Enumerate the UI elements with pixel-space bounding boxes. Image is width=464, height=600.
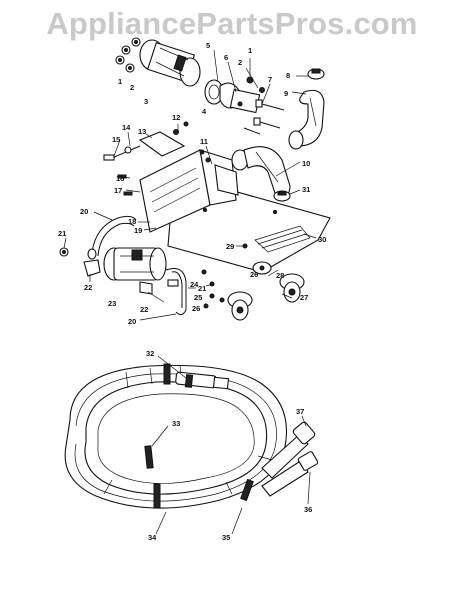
switch-bracket [103,131,186,161]
callout-2a: 2 [238,58,242,67]
callout-26a: 26 [192,304,200,313]
callout-14: 14 [122,123,131,132]
callout-32: 32 [146,349,154,358]
pipe-coupling [219,82,261,114]
hose-end-fittings [261,421,319,497]
hose-clamp-right [273,190,291,202]
elbow-hose-upper [288,89,325,150]
callout-10: 10 [302,159,310,168]
callout-26b: 26 [250,270,258,279]
callout-35: 35 [222,533,230,542]
base-plate [167,189,331,273]
callout-22b: 22 [140,305,148,314]
callout-11: 11 [200,137,208,146]
callout-31: 31 [302,185,310,194]
callout-12: 12 [172,113,180,122]
watermark: AppliancePartsPros.com [46,6,418,41]
hose-clamp-top [307,68,325,80]
callout-20b: 20 [128,317,136,326]
callout-16: 16 [116,174,124,183]
callout-7: 7 [268,75,272,84]
callout-13: 13 [138,127,146,136]
screws-upper [117,76,265,196]
callout-3: 3 [144,97,148,106]
callout-36: 36 [304,505,312,514]
callout-19: 19 [134,226,142,235]
hose-coupling-top [175,371,230,390]
callout-25: 25 [194,293,202,302]
callout-6: 6 [224,53,228,62]
hose-straps [144,363,254,509]
callout-5: 5 [206,41,210,50]
callout-2b: 2 [130,83,134,92]
bracket-plate [139,149,239,233]
hose-coil [64,364,288,509]
callout-17: 17 [114,186,122,195]
callout-21a: 21 [58,229,66,238]
callout-15: 15 [112,135,120,144]
hose-fittings-center [139,268,187,316]
callout-21b: 21 [198,284,206,293]
callout-8: 8 [286,71,290,80]
callout-9: 9 [284,89,288,98]
elbow-hose-lower [231,146,291,198]
leader-lines-upper [63,49,317,321]
callout-33: 33 [172,419,180,428]
callout-1b: 1 [118,77,122,86]
drain-hose-upper [87,215,137,260]
caster-mount [252,261,272,275]
callout-4: 4 [202,107,207,116]
nut-cluster-left [115,37,141,73]
callout-37: 37 [296,407,304,416]
callout-34: 34 [148,533,157,542]
leader-lines-lower [151,355,311,535]
callout-29: 29 [226,242,234,251]
callout-24: 24 [190,280,199,289]
caster-wheel-front [227,291,253,321]
callout-23: 23 [108,299,116,308]
callout-30: 30 [318,235,326,244]
callout-28: 28 [276,271,284,280]
motor [139,39,201,87]
caster-wheel-rear [279,273,305,303]
gasket-ring [204,79,224,105]
callout-22a: 22 [84,283,92,292]
callout-18: 18 [128,217,136,226]
callout-1a: 1 [248,46,252,55]
callout-27: 27 [300,293,308,302]
callout-labels: 1 1 2 2 3 4 5 6 7 8 9 10 11 12 13 14 15 … [58,41,326,542]
pump-motor [103,247,167,281]
callout-20a: 20 [80,207,88,216]
